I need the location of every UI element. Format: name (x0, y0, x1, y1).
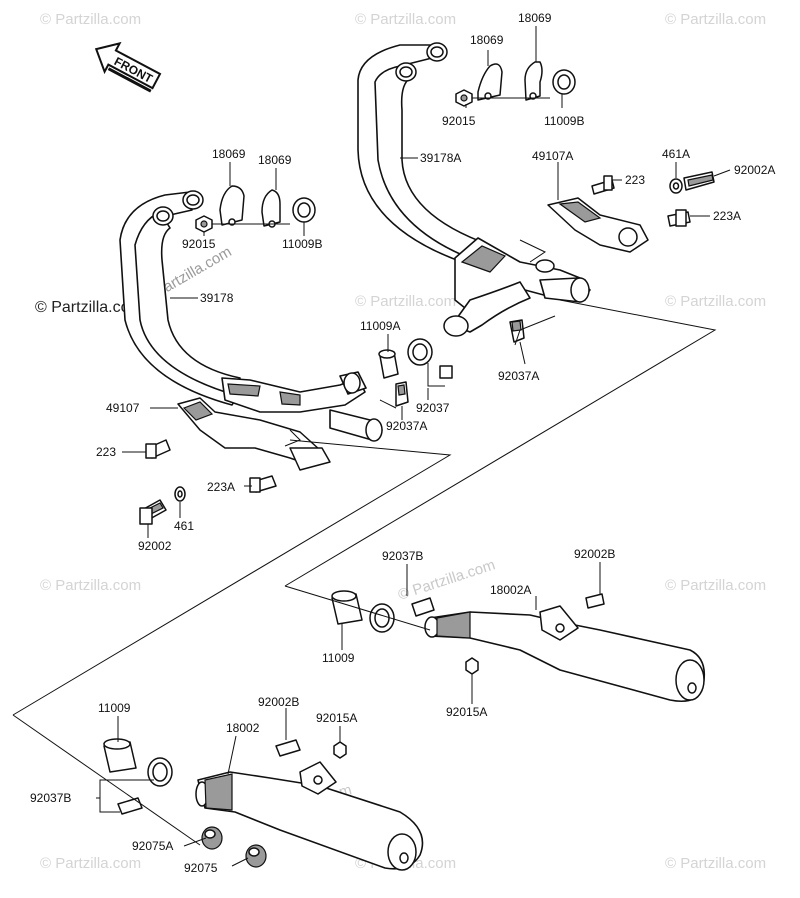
watermark: © Partzilla.com (665, 293, 766, 310)
gasket-11009b-left[interactable] (292, 197, 316, 223)
part-label: 39178 (200, 291, 234, 305)
part-label: 92037A (386, 419, 427, 433)
part-label: 92075A (132, 839, 173, 853)
watermark: © Partzilla.com (665, 855, 766, 872)
part-label: 461 (174, 519, 194, 533)
watermark-left: © Partzilla.com (35, 299, 143, 316)
bracket-49107a[interactable] (547, 197, 649, 253)
bolt-223-right[interactable] (591, 175, 615, 195)
part-label: 92037B (382, 549, 423, 563)
part-label: 223 (96, 445, 116, 459)
washer-461a[interactable] (669, 178, 683, 194)
bolt-92002[interactable] (139, 499, 167, 525)
part-label: 92015A (446, 705, 487, 719)
nut-92015a-right[interactable] (465, 657, 479, 675)
bracket-49107[interactable] (177, 397, 331, 471)
part-label: 18069 (212, 147, 246, 161)
part-label: 18069 (258, 153, 292, 167)
plug-92075a[interactable] (201, 826, 223, 850)
part-label: 92002 (138, 539, 172, 553)
flange-18069-left-b[interactable] (261, 189, 281, 228)
part-label: 11009B (282, 237, 322, 251)
part-label: 49107A (532, 149, 573, 163)
header-pipe-39178a[interactable] (357, 42, 591, 337)
clamp-92037a-mid[interactable] (395, 381, 409, 407)
part-label: 92037A (498, 369, 539, 383)
part-label: 92015 (182, 237, 216, 251)
washer-461[interactable] (174, 486, 186, 502)
gasket-11009b-top[interactable] (552, 69, 576, 95)
clamp-92037b-left[interactable] (117, 757, 173, 815)
part-label: 223A (713, 209, 741, 223)
nut-92015-left[interactable] (195, 215, 213, 233)
part-label: 92037 (416, 401, 450, 415)
watermark: © Partzilla.com (40, 577, 141, 594)
bolt-223a-left[interactable] (249, 475, 277, 493)
watermark: © Partzilla.com (355, 293, 456, 310)
plug-92075[interactable] (245, 844, 267, 868)
collar-11009-right[interactable] (331, 590, 363, 625)
collar-11009a[interactable] (378, 349, 399, 379)
nut-92015a-left[interactable] (333, 741, 347, 759)
muffler-18002[interactable] (195, 761, 424, 871)
nut-92015-top[interactable] (455, 89, 473, 107)
collar-11009-left[interactable] (103, 738, 137, 773)
flange-18069-top-a[interactable] (477, 63, 503, 101)
part-label: 18069 (518, 11, 552, 25)
bolt-92002a[interactable] (683, 171, 715, 191)
front-arrow-icon: FRONT (94, 41, 162, 93)
part-label: 18002 (226, 721, 260, 735)
part-label: 92002A (734, 163, 775, 177)
guide-lines (12, 239, 717, 846)
part-label: 39178A (420, 151, 461, 165)
part-labels: 18069 18069 92015 11009B 39178A 49107A 2… (30, 11, 775, 875)
watermarks: © Partzilla.com © Partzilla.com © Partzi… (40, 11, 766, 872)
part-label: 11009 (98, 701, 131, 715)
watermark: © Partzilla.com (665, 11, 766, 28)
part-label: 18002A (490, 583, 531, 597)
bolt-92002b-left[interactable] (275, 739, 301, 757)
muffler-18002a[interactable] (424, 605, 706, 703)
bolt-223-left[interactable] (145, 439, 171, 459)
clamp-92037a-right[interactable] (509, 319, 525, 343)
part-label: 11009B (544, 114, 584, 128)
part-label: 18069 (470, 33, 504, 47)
part-label: 11009 (322, 651, 355, 665)
part-label: 92075 (184, 861, 218, 875)
bolt-92002b-right[interactable] (585, 593, 605, 609)
part-label: 92015 (442, 114, 476, 128)
part-label: 223A (207, 480, 235, 494)
watermark: © Partzilla.com (40, 11, 141, 28)
part-label: 92002B (258, 695, 299, 709)
header-pipe-39178[interactable] (119, 190, 383, 442)
clamp-92037[interactable] (407, 338, 453, 379)
bolt-223a-right[interactable] (667, 209, 691, 227)
watermark: © Partzilla.com (355, 11, 456, 28)
flange-18069-left-a[interactable] (219, 185, 245, 226)
flange-18069-top-b[interactable] (524, 61, 543, 101)
leader-lines (96, 26, 731, 867)
part-label: 461A (662, 147, 690, 161)
watermark: © Partzilla.com (40, 855, 141, 872)
part-label: 92002B (574, 547, 615, 561)
part-label: 92015A (316, 711, 357, 725)
clamp-92037b-right[interactable] (369, 597, 435, 633)
watermark: © Partzilla.com (665, 577, 766, 594)
part-label: 223 (625, 173, 645, 187)
part-label: 49107 (106, 401, 140, 415)
part-label: 11009A (360, 319, 400, 333)
part-label: 92037B (30, 791, 71, 805)
watermark: © Partzilla.com (396, 556, 497, 603)
